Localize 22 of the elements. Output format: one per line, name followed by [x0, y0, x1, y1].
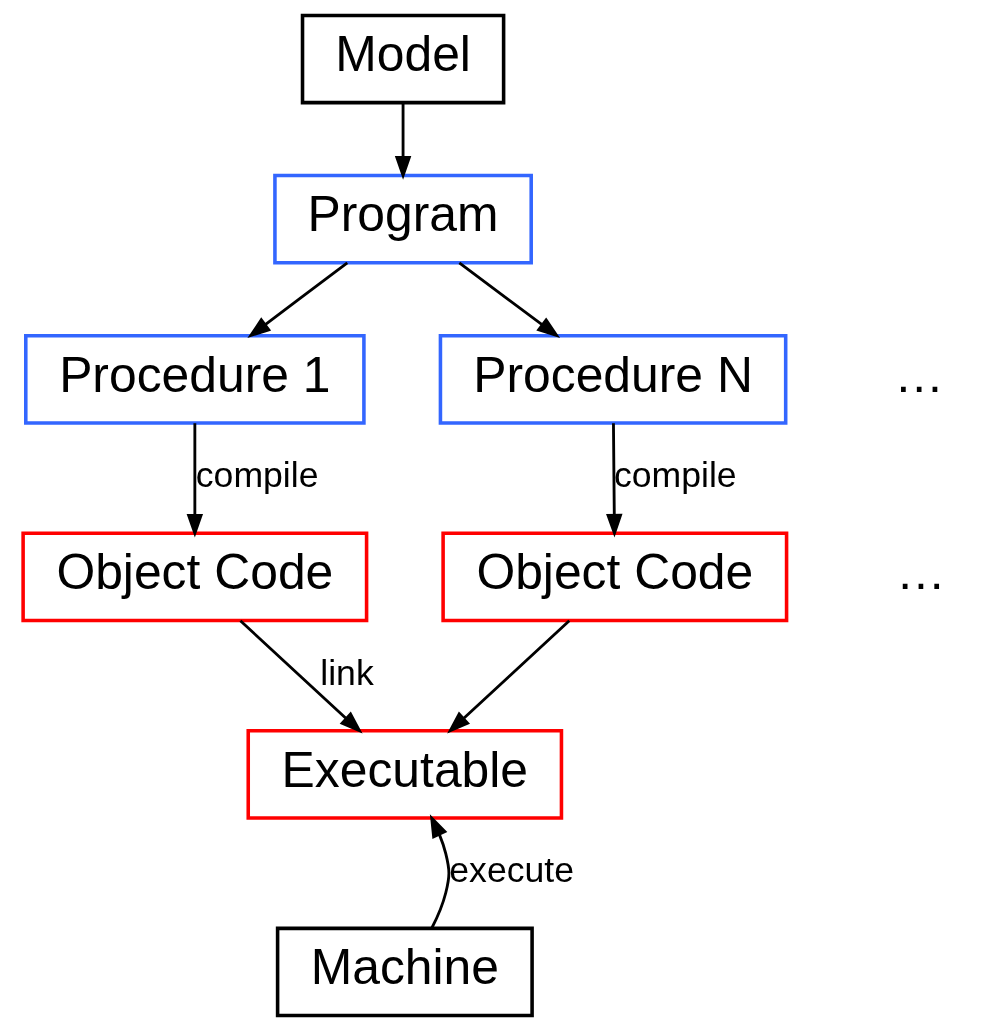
arrow [239, 619, 363, 734]
node-box: Executable [246, 729, 564, 820]
label: … [894, 346, 945, 403]
edge-label: compile [195, 455, 319, 496]
edge-label: execute [449, 850, 574, 891]
node-box: Machine [275, 926, 534, 1018]
arrow [394, 102, 412, 180]
node-box: Object Code [441, 531, 789, 623]
arrow [458, 261, 561, 339]
edge-label: compile [614, 455, 737, 496]
node-box: Procedure 1 [24, 334, 366, 425]
node-box: Model [300, 13, 506, 105]
arrow [186, 423, 204, 538]
arrow [429, 814, 451, 929]
arrow [447, 619, 571, 734]
label: … [896, 544, 946, 601]
arrow [247, 261, 349, 339]
arrow [606, 423, 623, 538]
edge-label: link [320, 652, 374, 693]
node-box: Object Code [21, 531, 369, 623]
node-box: Program [273, 173, 533, 265]
node-box: Procedure N [438, 334, 788, 425]
